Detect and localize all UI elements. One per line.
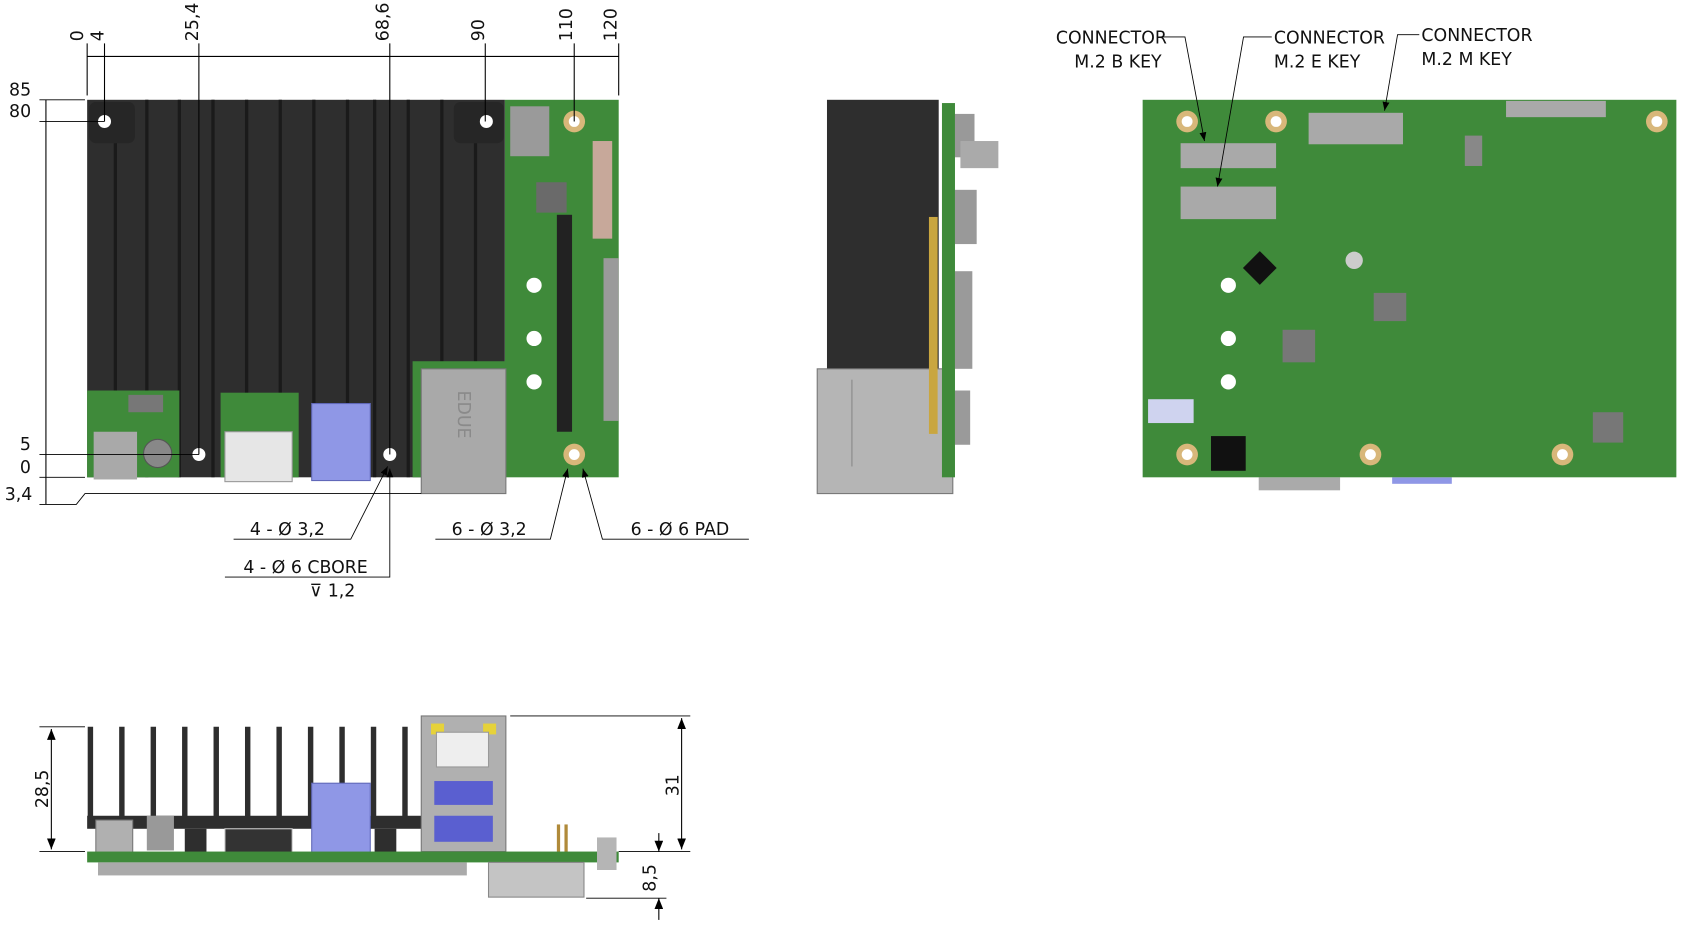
connector-labels: CONNECTOR M.2 B KEY CONNECTOR M.2 E KEY … (1056, 26, 1533, 187)
side-heatsink (826, 99, 939, 369)
y-dim-3-4: 3,4 (5, 485, 33, 505)
hdmi-port (224, 431, 293, 483)
y-dimensions: 85 80 5 0 3,4 (5, 80, 422, 505)
m2-e-label-2: M.2 E KEY (1274, 52, 1361, 72)
callouts: 4 - Ø 3,2 4 - Ø 6 CBORE ⊽ 1,2 6 - Ø 3,2 … (224, 466, 749, 602)
m2-b-label-2: M.2 B KEY (1074, 52, 1162, 72)
sim-slot (510, 106, 550, 157)
m2-e-key-slot (1180, 186, 1277, 220)
front-usb-stack (311, 782, 371, 854)
front-view: 28,5 31 8,5 (33, 715, 691, 920)
m2-m-key-slot (1308, 112, 1403, 145)
ethernet-port (420, 368, 507, 495)
front-pcb (87, 851, 619, 863)
m2-m-label-1: CONNECTOR (1421, 26, 1532, 46)
side-pcb (941, 103, 955, 478)
gpio-header (556, 214, 573, 432)
m2-e-label-1: CONNECTOR (1274, 28, 1385, 48)
x-dim-110: 110 (557, 8, 577, 41)
front-dimensions: 28,5 31 8,5 (33, 715, 691, 920)
m2-b-key-slot (1180, 143, 1277, 169)
callout-hole-small: 4 - Ø 3,2 (250, 520, 325, 540)
bottom-pads (1176, 110, 1668, 466)
coin-cell (143, 438, 173, 469)
y-dim-80: 80 (9, 102, 31, 122)
callout-pcb-pad: 6 - Ø 6 PAD (631, 520, 730, 540)
top-view: EDUE 0 4 25,4 68,6 90 (5, 3, 749, 602)
front-m2-connector (487, 861, 585, 898)
x-dim-90: 90 (469, 19, 489, 41)
x-dim-68-6: 68,6 (374, 3, 394, 42)
y-dim-5: 5 (20, 435, 31, 455)
callout-pcb-hole: 6 - Ø 3,2 (452, 520, 527, 540)
y-dim-0: 0 (20, 458, 31, 478)
bottom-view: CONNECTOR M.2 B KEY CONNECTOR M.2 E KEY … (1056, 26, 1677, 491)
front-hdmi (224, 828, 293, 854)
m2-b-label-1: CONNECTOR (1056, 28, 1167, 48)
csi-connector (592, 141, 613, 239)
dim-heatsink-height: 28,5 (33, 770, 53, 809)
dim-underside-height: 8,5 (641, 864, 661, 892)
x-dimensions: 0 4 25,4 68,6 90 110 120 (68, 3, 622, 455)
callout-cbore: 4 - Ø 6 CBORE (243, 558, 367, 578)
x-dim-25-4: 25,4 (183, 3, 203, 42)
dim-total-height: 31 (663, 774, 683, 796)
front-heatsink-fins (87, 726, 408, 825)
front-dc-jack (95, 819, 134, 854)
x-dim-4: 4 (88, 30, 108, 41)
m2-m-label-2: M.2 M KEY (1421, 50, 1512, 70)
y-dim-85: 85 (9, 80, 31, 100)
side-view (816, 99, 999, 495)
dc-jack (93, 431, 138, 480)
callout-cbore-depth: ⊽ 1,2 (310, 582, 356, 602)
usb-port (311, 402, 371, 482)
ethernet-brand: EDUE (453, 391, 473, 439)
x-dim-120: 120 (602, 8, 622, 41)
x-dim-0: 0 (68, 30, 88, 41)
